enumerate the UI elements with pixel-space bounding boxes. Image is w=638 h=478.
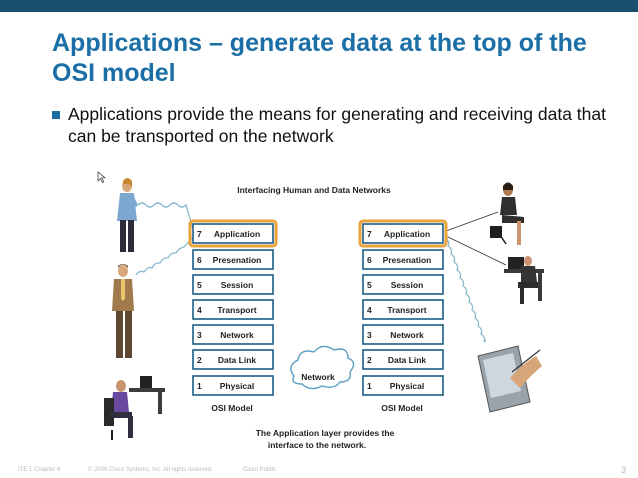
osi-layer-name: Data Link bbox=[388, 355, 427, 365]
connector-lines bbox=[445, 211, 507, 266]
desk-workstation-figure bbox=[504, 256, 544, 304]
osi-layer-name: Network bbox=[220, 330, 254, 340]
footer-classification: Cisco Public bbox=[243, 467, 277, 473]
osi-layer-number: 7 bbox=[367, 229, 372, 239]
osi-layer-number: 3 bbox=[367, 330, 372, 340]
footer-copyright: © 2006 Cisco Systems, Inc. All rights re… bbox=[88, 467, 213, 473]
page-number: 3 bbox=[620, 465, 626, 475]
coiled-wires bbox=[135, 202, 487, 343]
osi-layer-number: 1 bbox=[367, 381, 372, 391]
osi-layer-number: 7 bbox=[197, 229, 202, 239]
osi-layer-number: 4 bbox=[367, 305, 372, 315]
person-at-computer-figure bbox=[104, 376, 165, 440]
osi-layer-number: 1 bbox=[197, 381, 202, 391]
osi-layer-row: 4 Transport bbox=[192, 299, 274, 320]
osi-layer-box bbox=[362, 375, 444, 396]
man-in-suit-figure bbox=[112, 264, 134, 358]
pda-device-figure bbox=[477, 345, 542, 413]
osi-layer-row: 2 Data Link bbox=[192, 349, 274, 370]
network-cloud: Network bbox=[290, 345, 355, 390]
osi-layer-name: Session bbox=[221, 280, 254, 290]
osi-layer-number: 5 bbox=[197, 280, 202, 290]
osi-layer-row: 5 Session bbox=[192, 274, 274, 295]
osi-model-caption: OSI Model bbox=[211, 403, 253, 413]
caption-line-2: interface to the network. bbox=[268, 440, 366, 450]
osi-layer-box bbox=[192, 349, 274, 370]
osi-layer-name: Presenation bbox=[383, 255, 432, 265]
osi-layer-row: 4 Transport bbox=[362, 299, 444, 320]
osi-layer-box bbox=[192, 324, 274, 345]
osi-layer-name: Physical bbox=[220, 381, 255, 391]
osi-layer-row: 5 Session bbox=[362, 274, 444, 295]
osi-layer-box bbox=[362, 249, 444, 270]
osi-layer-name: Application bbox=[214, 229, 260, 239]
bullet-square-icon bbox=[52, 111, 60, 119]
osi-layer-row: 1 Physical bbox=[192, 375, 274, 396]
osi-model-caption: OSI Model bbox=[381, 403, 423, 413]
caption-line-1: The Application layer provides the bbox=[256, 428, 395, 438]
osi-layer-name: Session bbox=[391, 280, 424, 290]
osi-layer-row: 3 Network bbox=[362, 324, 444, 345]
osi-layer-row: 3 Network bbox=[192, 324, 274, 345]
bullet-text: Applications provide the means for gener… bbox=[68, 104, 606, 146]
osi-layer-box bbox=[362, 274, 444, 295]
osi-layer-number: 6 bbox=[367, 255, 372, 265]
osi-layer-row: 6 Presenation bbox=[192, 249, 274, 270]
osi-layer-box bbox=[192, 299, 274, 320]
cursor-icon bbox=[97, 171, 106, 183]
osi-layer-name: Transport bbox=[217, 305, 256, 315]
footer-chapter: ITE 1 Chapter 6 bbox=[18, 467, 61, 473]
osi-layer-number: 5 bbox=[367, 280, 372, 290]
osi-layer-box bbox=[192, 249, 274, 270]
diagram-heading: Interfacing Human and Data Networks bbox=[237, 185, 391, 195]
left-osi-stack: 7 Application 6 Presenation 5 Session 4 Transpo… bbox=[188, 219, 278, 413]
osi-layer-name: Physical bbox=[390, 381, 425, 391]
seated-woman-figure bbox=[490, 182, 524, 245]
osi-layer-name: Presenation bbox=[213, 255, 262, 265]
application-layer-highlight bbox=[358, 219, 448, 248]
osi-layer-box bbox=[362, 223, 444, 244]
osi-layer-number: 4 bbox=[197, 305, 202, 315]
osi-layer-row: 1 Physical bbox=[362, 375, 444, 396]
osi-layer-row: 7 Application bbox=[362, 223, 444, 244]
osi-layer-name: Application bbox=[384, 229, 430, 239]
top-bar bbox=[0, 0, 638, 12]
osi-layer-row: 7 Application bbox=[192, 223, 274, 244]
osi-layer-number: 2 bbox=[367, 355, 372, 365]
network-label: Network bbox=[301, 372, 335, 382]
osi-layer-box bbox=[192, 375, 274, 396]
osi-layer-box bbox=[192, 274, 274, 295]
osi-layer-name: Data Link bbox=[218, 355, 257, 365]
osi-layer-number: 6 bbox=[197, 255, 202, 265]
osi-layer-number: 3 bbox=[197, 330, 202, 340]
slide-title: Applications – generate data at the top … bbox=[52, 29, 587, 87]
osi-layer-box bbox=[362, 349, 444, 370]
osi-layer-name: Network bbox=[390, 330, 424, 340]
osi-layer-row: 2 Data Link bbox=[362, 349, 444, 370]
bullet-item: Applications provide the means for gener… bbox=[52, 103, 622, 147]
osi-layer-box bbox=[192, 223, 274, 244]
osi-layer-name: Transport bbox=[387, 305, 426, 315]
woman-on-phone-figure bbox=[117, 178, 138, 252]
application-layer-highlight bbox=[188, 219, 278, 248]
osi-layer-number: 2 bbox=[197, 355, 202, 365]
right-osi-stack: 7 Application 6 Presenation 5 Session 4 Transpo… bbox=[358, 219, 448, 413]
osi-layer-box bbox=[362, 324, 444, 345]
osi-layer-box bbox=[362, 299, 444, 320]
osi-layer-row: 6 Presenation bbox=[362, 249, 444, 270]
